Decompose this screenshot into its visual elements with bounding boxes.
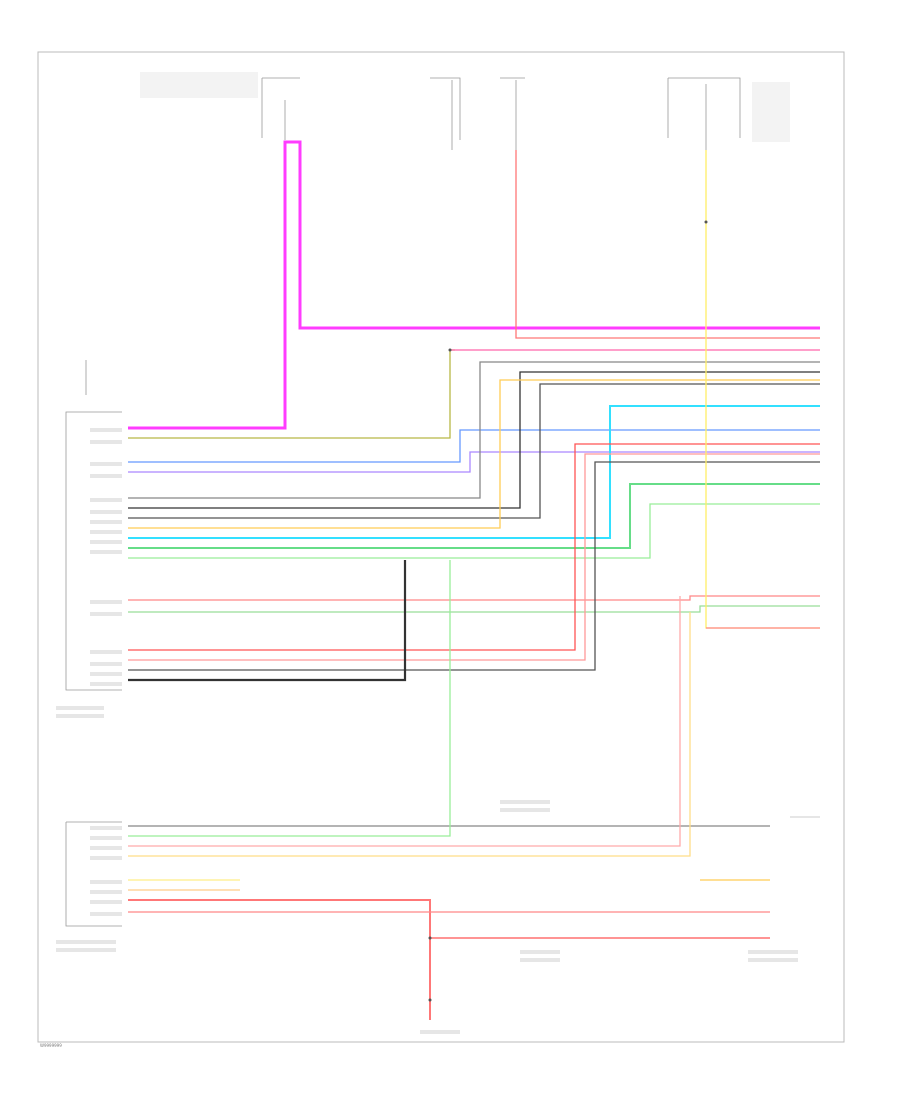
label-block [56,428,820,1034]
fuse-block-left [140,72,300,140]
wire-bundle [128,140,820,1020]
module-bracket [65,360,122,927]
diagram-frame [37,51,845,1043]
fuse-block-right [667,77,790,150]
splice-points [428,220,708,1002]
fuse-block-center [430,77,525,150]
page-code: W9999999 [40,1043,62,1048]
